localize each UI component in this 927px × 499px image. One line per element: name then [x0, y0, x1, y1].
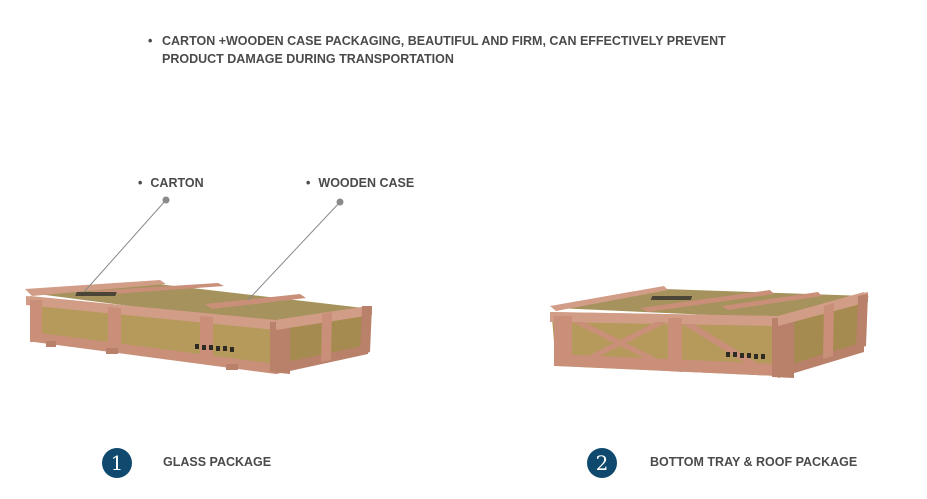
crate-1-front-post-corner: [270, 322, 290, 374]
crate-2-right-post-end: [856, 294, 868, 349]
crate-2-right-post-mid: [823, 303, 834, 359]
crate-1-handling-symbols: [195, 344, 234, 352]
crate-2-front-rail-top: [550, 312, 778, 326]
package-2-number-badge: 2: [587, 448, 617, 478]
callout-carton-label: CARTON: [150, 176, 204, 190]
crate-2-brace: [682, 324, 772, 372]
crate-1-top-slat-mid1: [92, 283, 224, 295]
crate-2-front-post-mid: [668, 318, 682, 372]
crate-2-top-slat-mid: [640, 290, 774, 312]
crate-1-front-rail-bottom: [32, 332, 276, 374]
crate-2-right-rail-bottom: [778, 342, 864, 378]
crate-1-foot: [226, 364, 238, 370]
bottom-tray-roof-crate: [550, 286, 869, 378]
crate-2-front-post-corner: [772, 318, 794, 378]
crate-1-front-face: [30, 302, 275, 372]
crate-2-handling-symbols: [726, 352, 765, 359]
crate-2-right-rail-top: [778, 292, 868, 326]
crate-1-foot: [46, 341, 56, 347]
headline-bullet: •: [148, 34, 153, 48]
crate-2-top-slat-long: [550, 286, 668, 311]
package-1-label: GLASS PACKAGE: [163, 455, 272, 469]
crate-1-top-print: [75, 292, 117, 296]
headline: • CARTON +WOODEN CASE PACKAGING, BEAUTIF…: [148, 32, 788, 68]
crate-2-top-print: [650, 296, 693, 300]
crate-1-right-post-end: [360, 306, 372, 355]
crate-2-brace: [572, 322, 668, 364]
callout-carton-bullet: •: [138, 176, 143, 190]
headline-text: CARTON +WOODEN CASE PACKAGING, BEAUTIFUL…: [162, 34, 726, 66]
package-2-label: BOTTOM TRAY & ROOF PACKAGE: [650, 455, 858, 469]
crate-1-top-slat-mid2: [205, 294, 306, 309]
crate-1-right-post-mid: [321, 312, 332, 362]
package-1-number-badge: 1: [102, 448, 132, 478]
crate-1-top-slat-long: [25, 280, 166, 296]
crate-1-front-post-right: [200, 316, 213, 364]
wooden-case-leader-line: [247, 201, 341, 301]
callout-carton: • CARTON: [138, 176, 204, 190]
callout-wooden-case: • WOODEN CASE: [306, 176, 414, 190]
carton-leader-line: [83, 199, 167, 293]
callout-wooden-case-bullet: •: [306, 176, 311, 190]
crate-1-front-rail-top: [26, 296, 276, 330]
crate-2-front-post-left: [554, 316, 572, 366]
crate-2-top-slat-mid2: [722, 292, 822, 310]
carton-leader-dot: [162, 196, 170, 204]
crate-1-front-post-left: [30, 300, 42, 342]
crate-2-front-rail-bottom: [556, 354, 778, 376]
wooden-case-leader-dot: [336, 198, 344, 206]
crate-1-foot: [106, 348, 118, 354]
callout-wooden-case-label: WOODEN CASE: [318, 176, 415, 190]
crate-1-front-post-mid: [108, 307, 121, 352]
glass-package-crate: [25, 196, 372, 374]
